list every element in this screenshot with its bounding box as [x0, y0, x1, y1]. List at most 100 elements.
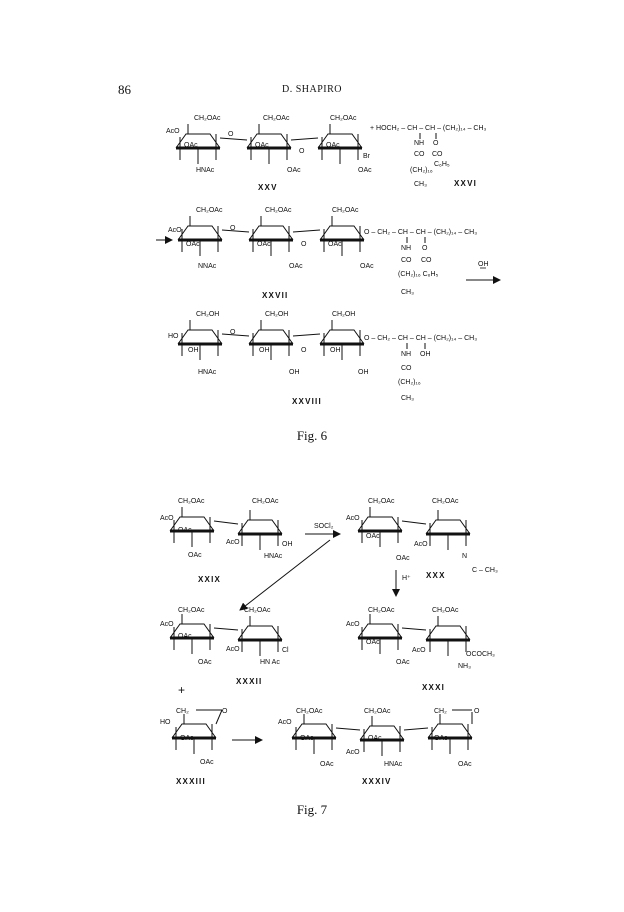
- compound-label-xxxiii: XXXIII: [176, 777, 206, 786]
- plus-sign: +: [178, 683, 185, 697]
- r1-aco: AcO: [168, 227, 182, 234]
- xxix-aco: AcO: [160, 515, 174, 522]
- arrow-to-xxxii: [239, 539, 331, 611]
- xxxi-ch2oac-b: CH₂OAc: [432, 607, 459, 614]
- compound-xxxiii: CH₂ O HO OAc OAc XXXIII: [160, 708, 228, 786]
- xxix-oac-bottom: OAc: [188, 552, 202, 559]
- xxxii-oac-bottom: OAc: [198, 659, 212, 666]
- xxxiv-o-top: O: [474, 708, 480, 715]
- xxvi-o: O: [433, 140, 439, 147]
- xxxiv-ch2oac-a: CH₂OAc: [296, 708, 323, 715]
- compound-xxvi: + HOCH₂ – CH – CH – (CH₂)₁₄ – CH₃ NH O C…: [370, 125, 487, 188]
- r3-oac-bottom: OAc: [358, 167, 372, 174]
- xxvii-nh: NH: [401, 245, 411, 252]
- compound-xxxi: CH₂OAc CH₂OAc AcO OAc OAc AcO OCOCH₃ NH₃…: [346, 607, 495, 692]
- compound-label-xxvii: XXVII: [262, 291, 288, 300]
- xxviii-nh: NH: [401, 351, 411, 358]
- xxx-oac-in: OAc: [366, 533, 380, 540]
- r3-oac-in: OAc: [326, 142, 340, 149]
- xxix-aco2: AcO: [226, 539, 240, 546]
- xxxii-cl: Cl: [282, 647, 289, 654]
- compound-label-xxxi: XXXI: [422, 683, 445, 692]
- xxix-ch2oac-b: CH₂OAc: [252, 498, 279, 505]
- compound-xxviii: CH₂OH HO OH HNAc O CH₂OH OH OH O CH₂OH O…: [168, 311, 477, 406]
- compound-xxvii: CH₂OAc AcO OAc NNAc O CH₂OAc OAc OAc O C…: [168, 207, 477, 300]
- xxxii-oac-in: OAc: [178, 633, 192, 640]
- arrow-h: H⁺: [392, 570, 411, 597]
- link-o-1: O: [230, 329, 236, 336]
- running-head: D. SHAPIRO: [281, 84, 342, 95]
- chain: O – CH₂ – CH – CH – (CH₂)₁₄ – CH₃: [364, 335, 477, 342]
- xxvi-co: CO: [414, 151, 425, 158]
- r1-ho: HO: [168, 333, 179, 340]
- figure-caption-7: Fig. 7: [296, 802, 328, 817]
- r1-oac-in: OAc: [186, 241, 200, 248]
- xxx-aco2: AcO: [414, 541, 428, 548]
- link-o-2: O: [301, 241, 307, 248]
- xxxiv-aco: AcO: [278, 719, 292, 726]
- xxix-oh: OH: [282, 541, 293, 548]
- xxviii-oh: OH: [420, 351, 431, 358]
- xxxi-ococh3: OCOCH₃: [466, 651, 495, 658]
- compound-xxv: CH₂OAc AcO OAc HNAc O CH₂OAc OAc OAc O C…: [166, 115, 372, 192]
- xxxi-ch2oac-a: CH₂OAc: [368, 607, 395, 614]
- r2-oh-bottom: OH: [289, 369, 300, 376]
- xxxiv-aco2: AcO: [346, 749, 360, 756]
- compound-label-xxix: XXIX: [198, 575, 221, 584]
- reagent-chain: + HOCH₂ – CH – CH – (CH₂)₁₄ – CH₃: [370, 125, 487, 132]
- r3-oh-bottom: OH: [358, 369, 369, 376]
- link-o-2: O: [301, 347, 307, 354]
- xxvii-co2: CO: [421, 257, 432, 264]
- xxxiv-oac-bottom3: OAc: [458, 761, 472, 768]
- xxvi-c6h5: C₆H₅: [434, 161, 450, 168]
- page-number: 86: [118, 82, 131, 97]
- xxxiv-oac-in2: OAc: [368, 735, 382, 742]
- r3-ch2oh: CH₂OH: [332, 311, 355, 318]
- xxxiv-oac-bottom: OAc: [320, 761, 334, 768]
- link-o-1: O: [228, 131, 234, 138]
- r3-br: Br: [363, 153, 371, 160]
- xxxiii-oac-bottom: OAc: [200, 759, 214, 766]
- r2-ch2oac: CH₂OAc: [265, 207, 292, 214]
- xxxiv-hnac: HNAc: [384, 761, 403, 768]
- xxxiv-ch2oac-b: CH₂OAc: [364, 708, 391, 715]
- xxxii-aco: AcO: [160, 621, 174, 628]
- r1-ch2oac: CH₂OAc: [196, 207, 223, 214]
- xxx-ch2oac-a: CH₂OAc: [368, 498, 395, 505]
- xxix-oac-in: OAc: [178, 527, 192, 534]
- r2-ch2oac: CH₂OAc: [263, 115, 290, 122]
- reagent-socl2: SOCl₂: [314, 523, 334, 530]
- xxvii-ch2-16: (CH₂)₁₆ C₆H₅: [398, 271, 439, 278]
- compound-xxx: CH₂OAc CH₂OAc AcO OAc OAc AcO N C – CH₃ …: [346, 498, 498, 580]
- r3-oac-in: OAc: [328, 241, 342, 248]
- xxvii-ch3: CH₃: [401, 289, 414, 296]
- xxvi-ch3: CH₃: [414, 181, 427, 188]
- xxvi-nh: NH: [414, 140, 424, 147]
- r1-oac-in: OAc: [184, 142, 198, 149]
- xxvi-co2: CO: [432, 151, 443, 158]
- xxxiv-ch2: CH₂: [434, 708, 447, 715]
- xxxiii-ho: HO: [160, 719, 171, 726]
- r2-oac-bottom: OAc: [287, 167, 301, 174]
- compound-label-xxvi: XXVI: [454, 179, 477, 188]
- xxx-ch2oac-b: CH₂OAc: [432, 498, 459, 505]
- r1-hnac: HNAc: [198, 369, 217, 376]
- r1-nnac: NNAc: [198, 263, 217, 270]
- xxxiii-o: O: [222, 708, 228, 715]
- arrow-socl2: SOCl₂: [239, 523, 341, 611]
- xxxii-aco2: AcO: [226, 646, 240, 653]
- r1-ch2oh: CH₂OH: [196, 311, 219, 318]
- compound-xxix: CH₂OAc CH₂OAc AcO OAc OAc AcO OH HNAc XX…: [160, 498, 293, 584]
- chain: O – CH₂ – CH – CH – (CH₂)₁₄ – CH₃: [364, 229, 477, 236]
- xxxii-hnac: HN Ac: [260, 659, 280, 666]
- xxxi-oac-in: OAc: [366, 639, 380, 646]
- r3-oh-in: OH: [330, 347, 341, 354]
- xxvii-co: CO: [401, 257, 412, 264]
- xxx-n: N: [462, 553, 467, 560]
- xxx-oac-bottom: OAc: [396, 555, 410, 562]
- r1-aco: AcO: [166, 128, 180, 135]
- compound-label-xxv: XXV: [258, 183, 278, 192]
- r1-ch2oac: CH₂OAc: [194, 115, 221, 122]
- xxviii-ch3: CH₃: [401, 395, 414, 402]
